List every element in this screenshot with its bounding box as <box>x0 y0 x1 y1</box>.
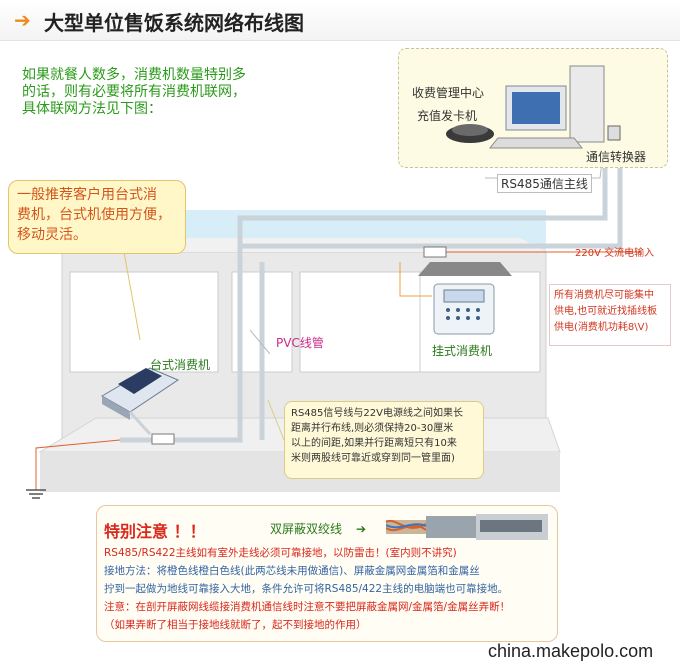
power-note: 所有消费机尽可能集中 供电,也可就近找插线板 供电(消费机功耗8\V) <box>549 284 671 346</box>
rs485-main-label: RS485通信主线 <box>497 174 592 193</box>
window-middle <box>299 271 421 373</box>
pvc-leader <box>249 329 271 355</box>
bubble-tail <box>123 251 141 341</box>
junction-box-bottom <box>151 433 175 445</box>
rs-note-tail <box>267 399 285 441</box>
converter-label: 通信转换器 <box>586 150 647 164</box>
card-reader-icon <box>446 124 494 143</box>
wiring-distance-note: RS485信号线与22V电源线之间如果长 距离并行布线,则必须保持20-30厘米… <box>284 401 484 479</box>
converter-icon <box>607 125 621 141</box>
warning-line-3: 拧到一起做为地线可靠接入大地，条件允许可将RS485/422主线的电脑端也可靠接… <box>104 583 509 595</box>
warning-line-1: RS485/RS422主线如有室外走线必须可靠接地，以防雷击！(室内则不讲究) <box>104 547 457 559</box>
page-title: 大型单位售饭系统网络布线图 <box>44 11 304 35</box>
warning-line-4: 注意：在剖开屏蔽网线缆接消费机通信线时注意不要把屏蔽金属网/金属箔/金属丝弄断！ <box>104 601 511 613</box>
pvc-pipe-upper <box>240 140 623 249</box>
window-left <box>69 271 219 373</box>
wall-bracket <box>418 262 512 276</box>
computer-icon <box>488 65 605 149</box>
shielded-cable-icon <box>386 514 548 540</box>
power-input-label: 220V 交流电输入 <box>575 248 655 259</box>
ground-icon <box>26 489 46 499</box>
cable-label: 双屏蔽双绞线 <box>270 522 343 536</box>
arrow-right-icon: ➔ <box>356 522 367 536</box>
arrow-icon: ➔ <box>14 8 31 32</box>
recommend-bubble: 一般推荐客户用台式消 费机，台式机使用方便， 移动灵活。 <box>8 180 186 254</box>
desktop-cable <box>128 410 152 436</box>
warning-line-5: （如果弄断了相当于接地线就断了，起不到接地的作用） <box>104 619 367 631</box>
wall-terminal-label: 挂式消费机 <box>432 344 493 358</box>
warning-title: 特别注意 ！！ <box>104 522 206 541</box>
warning-line-2: 接地方法：将橙色线橙白色线(此两芯线未用做通信)、屏蔽金属网金属箔和金属丝 <box>104 565 480 577</box>
management-center-label: 收费管理中心 <box>412 86 485 100</box>
pvc-pipe-main <box>120 140 608 443</box>
card-issuer-label: 充值发卡机 <box>417 109 478 123</box>
title-bar <box>0 0 680 41</box>
intro-text: 如果就餐人数多，消费机数量特别多 的话，则有必要将所有消费机联网， 具体联网方法… <box>22 67 246 117</box>
pvc-label: PVC线管 <box>276 336 324 350</box>
desktop-terminal-label: 台式消费机 <box>150 358 211 372</box>
junction-box-top <box>423 246 447 258</box>
desktop-terminal-icon <box>101 367 180 420</box>
watermark: china.makepolo.com <box>488 641 654 661</box>
management-center-devices <box>446 65 621 149</box>
power-wire <box>399 262 432 297</box>
ground-wire <box>35 439 121 490</box>
